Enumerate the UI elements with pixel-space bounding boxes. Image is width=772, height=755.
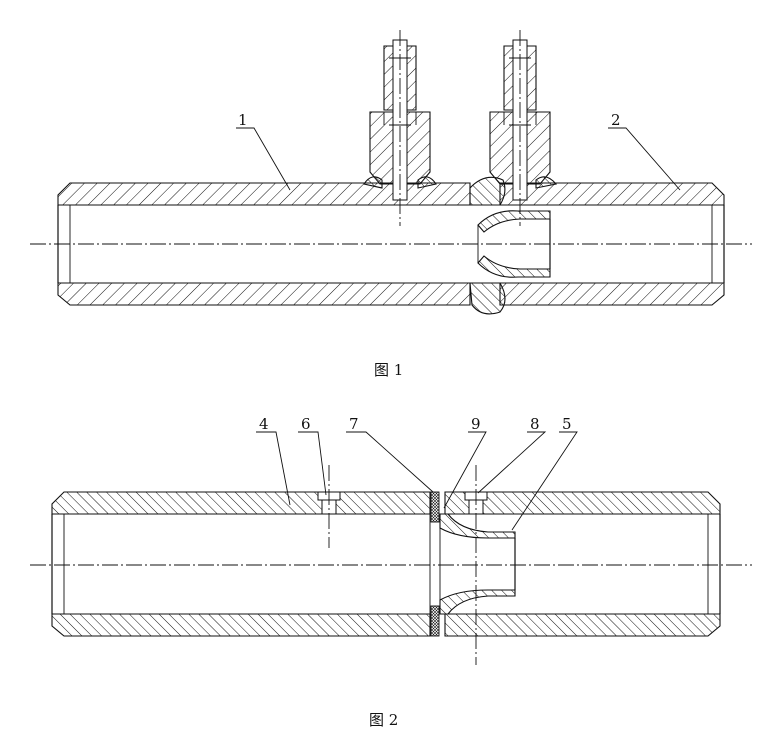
pipe-5-bottom-wall — [444, 613, 721, 637]
nozzle-5-bottom — [439, 589, 516, 615]
label-6: 6 — [301, 415, 311, 433]
pipe-1-bottom-wall — [57, 282, 471, 306]
figure-1: 1 2 图 1 — [30, 30, 752, 379]
gasket-top — [430, 491, 440, 523]
nozzle-insert-bottom — [477, 255, 551, 278]
pipe-4-bottom-wall — [51, 613, 431, 637]
gasket-bottom — [430, 605, 440, 637]
weld-bead-bottom — [469, 282, 506, 315]
pipe-2-top-wall — [499, 182, 725, 206]
label-8: 8 — [530, 415, 540, 433]
label-7: 7 — [349, 415, 359, 433]
figure-1-caption: 图 1 — [374, 361, 403, 379]
figure-2: 4 6 7 9 8 5 图 2 — [30, 415, 752, 729]
pressure-tap-1 — [363, 30, 437, 226]
label-4: 4 — [259, 415, 269, 433]
pipe-1-top-wall — [57, 182, 471, 206]
nozzle-5-top — [439, 513, 516, 539]
label-2: 2 — [611, 111, 621, 129]
pipe-4-top-wall — [51, 491, 431, 515]
pipe-5-top-wall — [444, 491, 721, 515]
label-1: 1 — [238, 111, 248, 129]
pressure-tap-2 — [489, 30, 558, 226]
label-9: 9 — [471, 415, 481, 433]
pipe-2-bottom-wall — [499, 282, 725, 306]
label-5: 5 — [562, 415, 572, 433]
figure-2-caption: 图 2 — [369, 711, 398, 729]
nozzle-insert-top — [477, 210, 551, 233]
